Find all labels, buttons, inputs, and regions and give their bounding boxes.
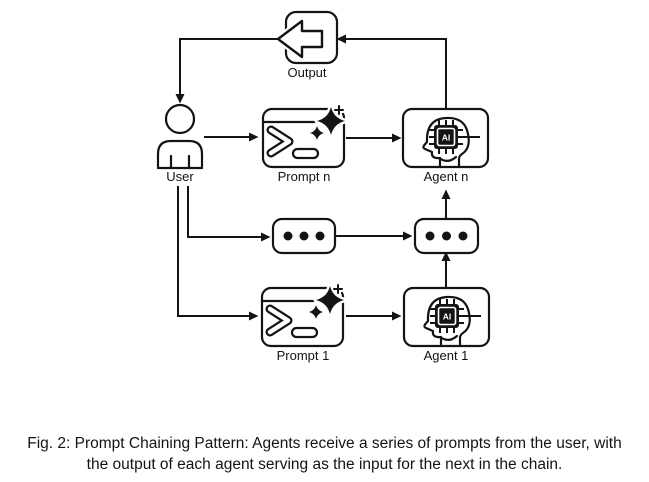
user-node [156, 103, 204, 170]
output-label: Output [287, 65, 326, 80]
ellipsis-right-node [413, 217, 480, 255]
head-ai-chip-icon: AI [423, 295, 481, 346]
ai-chip-icon: AI [429, 120, 480, 154]
output-node [274, 10, 339, 65]
ai-chip-icon: AI [430, 299, 481, 333]
chip-label: AI [443, 312, 452, 322]
prompt-n-node [261, 103, 348, 169]
output-back-arrow-icon [274, 10, 339, 65]
agent-n-label: Agent n [424, 169, 469, 184]
sparkle-icon [306, 282, 347, 322]
arrow-agent-n-to-output [336, 34, 447, 109]
ellipsis-icon [271, 217, 337, 255]
caption-line-1: Fig. 2: Prompt Chaining Pattern: Agents … [27, 435, 622, 452]
agent-n-node: AI [401, 107, 490, 169]
user-label: User [166, 169, 194, 184]
arrow-output-to-user [175, 38, 278, 104]
agent-1-node: AI [402, 286, 491, 348]
arrow-user-to-prompt-1 [177, 186, 259, 321]
ellipsis-left-node [271, 217, 337, 255]
agent-1-label: Agent 1 [424, 348, 469, 363]
figure-caption: Fig. 2: Prompt Chaining Pattern: Agents … [0, 433, 649, 475]
head-ai-chip-icon: AI [422, 116, 480, 167]
person-icon [156, 103, 204, 170]
prompt-1-label: Prompt 1 [277, 348, 330, 363]
sparkle-icon [307, 103, 348, 143]
chip-label: AI [442, 133, 451, 143]
arrow-user-to-ellipsis-left [187, 186, 271, 242]
prompt-1-node [260, 282, 347, 348]
diagram-edges [177, 34, 451, 321]
prompt-n-label: Prompt n [278, 169, 331, 184]
caption-line-2: the output of each agent serving as the … [86, 456, 563, 473]
ellipsis-icon [413, 217, 480, 255]
